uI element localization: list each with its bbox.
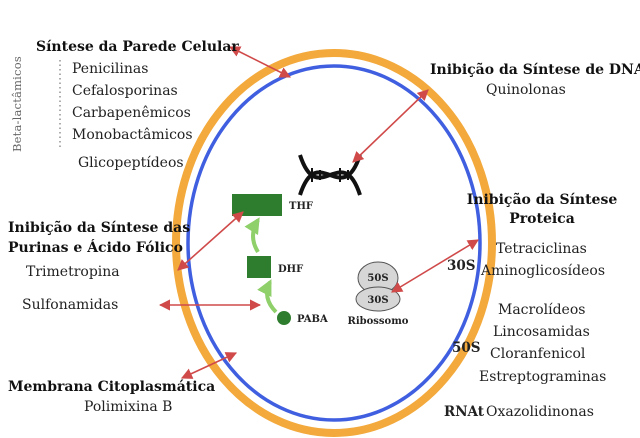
membrane-title: Membrana Citoplasmática <box>8 379 216 395</box>
beta-lactam-label: Beta-lactâmicos <box>10 56 24 152</box>
paba-dot <box>277 311 291 325</box>
drug-lincosamides: Lincosamidas <box>493 324 590 340</box>
drug-macrolides: Macrolídeos <box>498 302 586 318</box>
pathway-arrow-dhf-thf <box>244 217 260 254</box>
arrow-dna <box>352 89 429 163</box>
arrow-trimetoprim <box>177 211 244 271</box>
drug-quinolones: Quinolonas <box>486 82 566 98</box>
cell-wall-title: Síntese da Parede Celular <box>36 39 239 55</box>
drug-glycopeptides: Glicopeptídeos <box>78 155 184 171</box>
dhf-box <box>247 256 271 278</box>
paba-label: PABA <box>297 314 328 325</box>
ribosome-large-label: 30S <box>367 295 389 306</box>
drug-streptogramins: Estreptograminas <box>479 369 607 385</box>
thf-label: THF <box>289 201 313 212</box>
drug-cephalosporins: Cefalosporinas <box>72 83 178 99</box>
drug-carbapenems: Carbapenêmicos <box>72 105 191 121</box>
ribosome-small-label: 50S <box>367 273 389 284</box>
arrow-cell-wall <box>228 46 292 78</box>
cell-wall-drug-list: Penicilinas Cefalosporinas Carbapenêmico… <box>72 58 193 146</box>
arrow-protein <box>391 239 479 293</box>
drug-monobactams: Monobactâmicos <box>72 127 193 143</box>
ribosome-label: Ribossomo <box>347 316 409 327</box>
cell-membrane <box>186 64 482 422</box>
folate-title-line2: Purinas e Ácido Fólico <box>8 240 183 256</box>
dhf-label: DHF <box>278 264 304 275</box>
drug-oxazolidinones: Oxazolidinonas <box>486 404 594 420</box>
dna-helix-icon <box>298 154 362 196</box>
protein-title-line2: Proteica <box>509 211 575 227</box>
folate-title-line1: Inibição da Síntese das <box>8 220 191 236</box>
dna-title: Inibição da Síntese de DNA <box>430 62 640 78</box>
label-30s: 30S <box>447 258 476 274</box>
label-rnat: RNAt <box>444 404 485 420</box>
drug-sulfonamides: Sulfonamidas <box>22 297 119 313</box>
protein-title-line1: Inibição da Síntese <box>466 192 618 208</box>
drug-trimetoprim: Trimetropina <box>26 264 120 280</box>
drug-aminoglycosides: Aminoglicosídeos <box>481 263 606 279</box>
label-50s: 50S <box>452 340 481 356</box>
drug-tetracyclines: Tetraciclinas <box>496 241 587 257</box>
cell-wall <box>172 49 496 437</box>
drug-chloramphenicol: Cloranfenicol <box>490 346 586 362</box>
arrow-membrane <box>180 352 238 379</box>
drug-polymyxin-b: Polimixina B <box>84 399 173 415</box>
thf-box <box>232 194 282 216</box>
ribosome-large-subunit <box>355 286 401 312</box>
drug-penicillins: Penicilinas <box>72 61 149 77</box>
pathway-arrow-paba-dhf <box>257 279 278 314</box>
